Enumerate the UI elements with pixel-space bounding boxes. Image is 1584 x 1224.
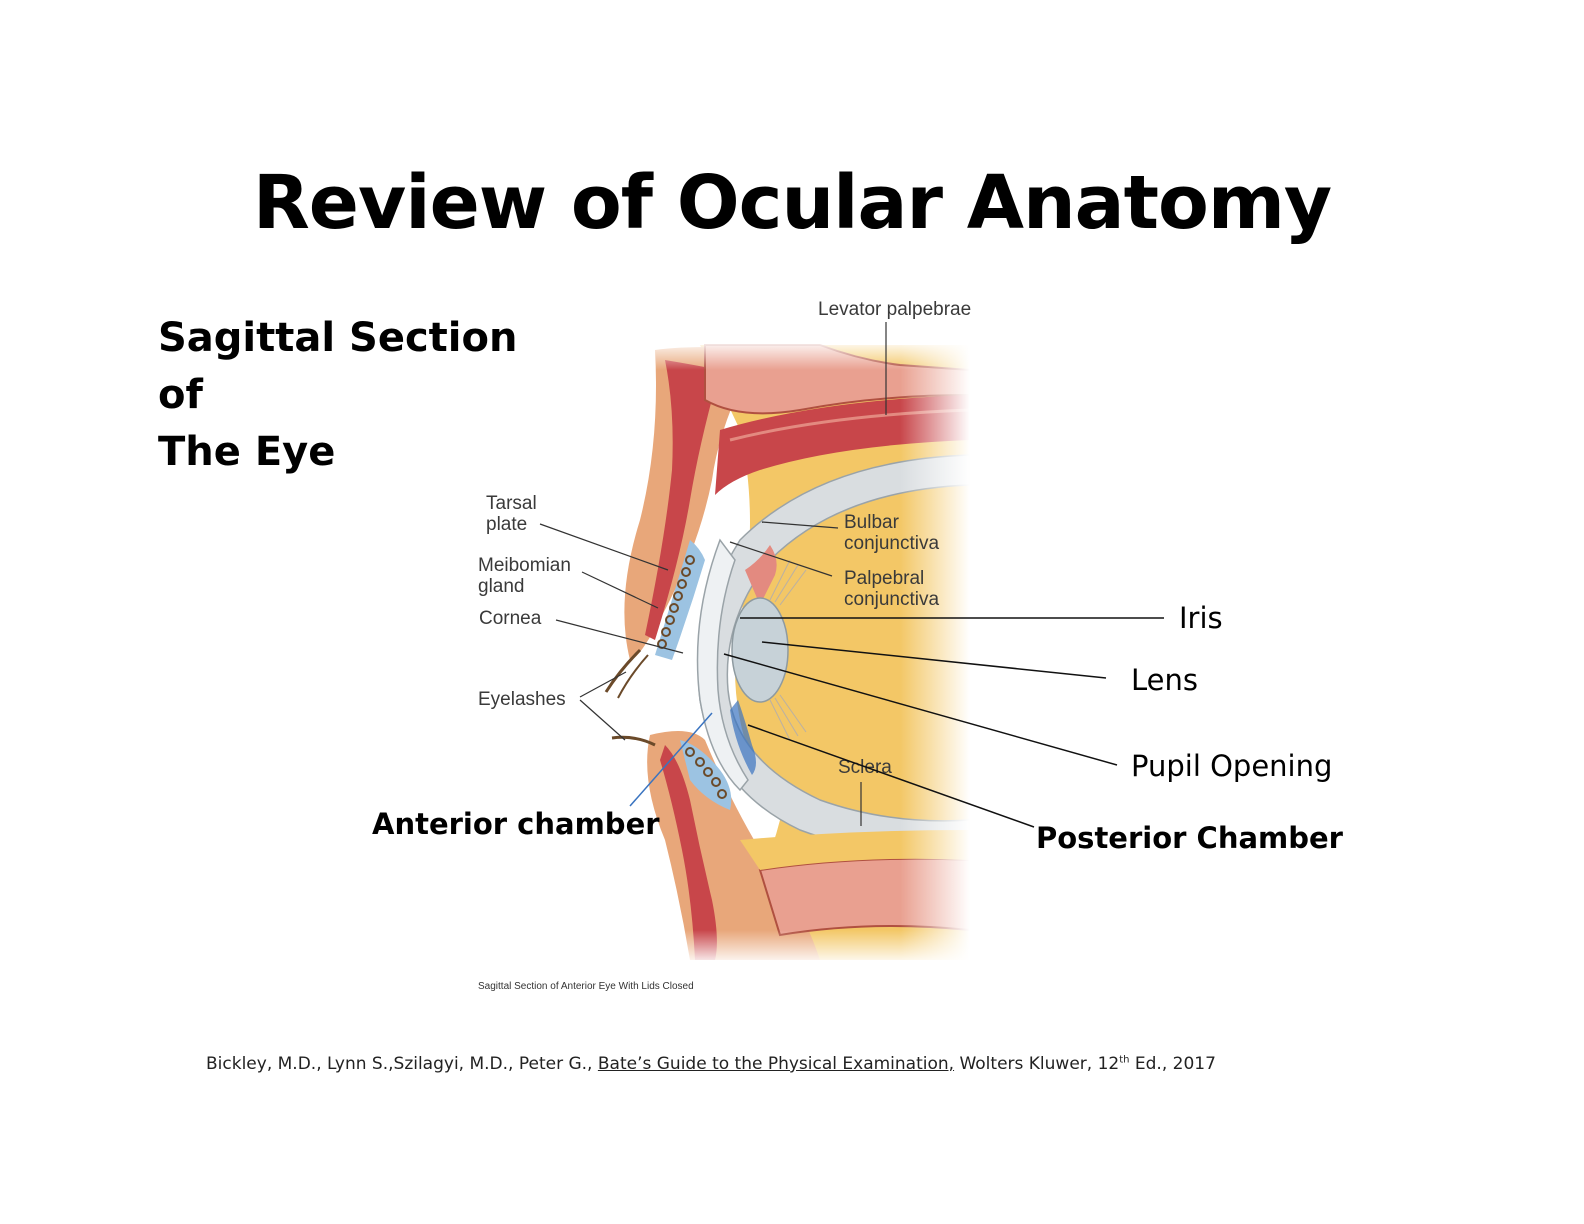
leader-posterior-chamber (747, 724, 1035, 828)
lens (731, 597, 789, 703)
label-meibomian-line2: gland (478, 576, 525, 597)
upper-lid-muscle (645, 360, 720, 640)
leader-cornea (555, 619, 684, 654)
eyelash-upper-2 (617, 654, 649, 699)
annotation-anterior-chamber: Anterior chamber (372, 807, 660, 841)
leader-tarsal (539, 523, 669, 571)
meibomian-glands-upper (657, 555, 695, 649)
section-title-line-1: Sagittal Section (158, 315, 518, 361)
leader-anterior-chamber (629, 712, 713, 807)
cornea (696, 538, 749, 792)
page-title: Review of Ocular Anatomy (252, 160, 1332, 246)
zonule-fibers (769, 559, 807, 741)
citation-authors: Bickley, M.D., Lynn S.,Szilagyi, M.D., P… (206, 1054, 598, 1074)
lower-lid-muscle (660, 745, 717, 960)
citation-edition-sup: th (1119, 1054, 1130, 1066)
leader-lens (761, 641, 1107, 679)
section-title-line-2: of (158, 372, 203, 418)
label-cornea: Cornea (479, 608, 542, 629)
label-tarsal-line1: Tarsal (486, 493, 537, 514)
label-meibomian-line1: Meibomian (478, 555, 571, 576)
label-bulbar-line2: conjunctiva (844, 533, 939, 554)
label-tarsal-line2: plate (486, 514, 527, 535)
citation-book: Bate’s Guide to the Physical Examination… (597, 1054, 955, 1074)
label-levator-palpebrae: Levator palpebrae (818, 299, 971, 320)
leader-palpebral (729, 541, 833, 577)
annotation-pupil-opening: Pupil Opening (1131, 749, 1332, 783)
leader-eyelashes-2 (579, 699, 626, 741)
leader-bulbar (761, 521, 839, 529)
meibomian-glands-lower (685, 747, 727, 799)
label-palpebral-line2: conjunctiva (844, 589, 939, 610)
label-palpebral-line1: Palpebral (844, 568, 924, 589)
figure-caption: Sagittal Section of Anterior Eye With Li… (478, 981, 694, 992)
section-title: Sagittal Section of The Eye (158, 310, 517, 481)
label-bulbar-line1: Bulbar (844, 512, 900, 533)
iris-lower (730, 700, 756, 775)
citation-publisher: Wolters Kluwer, 12 (954, 1054, 1120, 1074)
iris-upper (745, 545, 777, 605)
leader-meibomian (581, 571, 659, 609)
section-title-line-3: The Eye (158, 429, 336, 475)
eye-illustration (600, 340, 970, 965)
eyelash-upper (604, 648, 642, 693)
citation-year: Ed., 2017 (1129, 1054, 1216, 1074)
leader-pupil (723, 653, 1118, 766)
leader-eyelashes-1 (579, 671, 627, 698)
annotation-lens: Lens (1131, 663, 1198, 697)
label-eyelashes: Eyelashes (478, 689, 566, 710)
eyelash-lower (611, 735, 656, 747)
annotation-iris: Iris (1179, 601, 1223, 635)
citation: Bickley, M.D., Lynn S.,Szilagyi, M.D., P… (206, 1054, 1216, 1074)
annotation-posterior-chamber: Posterior Chamber (1036, 821, 1344, 855)
